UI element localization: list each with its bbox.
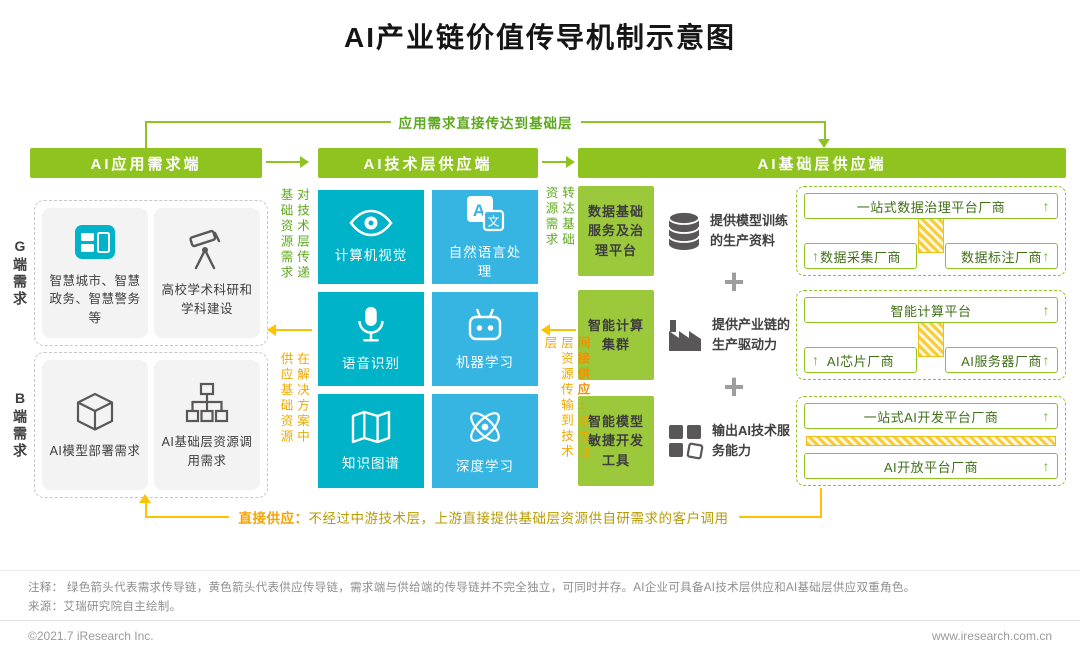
footer-divider (0, 620, 1080, 621)
top-flow-arrowhead-icon (818, 139, 830, 148)
notes-divider (0, 570, 1080, 571)
top-flow-label: 应用需求直接传达到基础层 (145, 112, 826, 133)
footer-copyright: ©2021.7 iResearch Inc. (28, 629, 154, 643)
translate-icon: A 文 (467, 196, 505, 232)
infra-column-header: AI基础层供应端 (578, 148, 1066, 178)
demand-item-label: AI基础层资源调用需求 (161, 435, 253, 468)
factory-icon (666, 317, 704, 353)
bottom-flow-line-right (820, 488, 822, 518)
demand-group-b: AI模型部署需求 AI基础层资源调用需求 (34, 352, 268, 498)
demand-item-academic: 高校学术科研和学科建设 (154, 208, 260, 338)
vtext-tech-to-infra: 转达基础资源需求 (543, 186, 575, 248)
tech-to-demand-arrow-line (276, 329, 312, 331)
infra-category: 智能模型敏捷开发工具 (578, 396, 654, 486)
demand-item-label: AI模型部署需求 (49, 444, 141, 459)
tech-cell-speech: 语音识别 (318, 292, 424, 386)
vendor-box-dev-platform: 一站式AI开发平台厂商 ↑ (804, 403, 1058, 429)
bottom-flow-arrowhead-icon (139, 494, 151, 503)
vendor-box-ai-server: AI服务器厂商 ↑ (945, 347, 1058, 373)
vendor-box-data-governance: 一站式数据治理平台厂商 ↑ (804, 193, 1058, 219)
tech-cell-machine-learning: 机器学习 (432, 292, 538, 386)
up-arrow-icon: ↑ (1042, 408, 1050, 424)
tech-grid: 计算机视觉 A 文 自然语言处理 语音识别 (318, 190, 538, 488)
vendor-box-computing-platform: 智能计算平台 ↑ (804, 297, 1058, 323)
top-flow-line-right (824, 121, 826, 140)
sitemap-icon (185, 383, 229, 423)
vendor-group-computing: 智能计算平台 ↑ ↑ AI芯片厂商 AI服务器厂商 ↑ (796, 290, 1066, 380)
tech-to-demand-arrowhead-icon (267, 324, 276, 336)
up-arrow-icon: ↑ (1042, 458, 1050, 474)
bottom-flow-label: 直接供应：不经过中游技术层，上游直接提供基础层资源供自研需求的客户调用 (145, 507, 822, 528)
microphone-icon (358, 307, 384, 342)
infra-desc: 提供产业链的生产驱动力 (712, 316, 791, 352)
side-label-g: G端需求 (12, 238, 28, 308)
bottom-flow-line-left (145, 502, 147, 518)
robot-icon (468, 308, 502, 341)
hatch-connector (806, 436, 1056, 446)
demand-group-g: 智慧城市、智慧政务、智慧警务等 高校学术科研和学科建设 (34, 200, 268, 346)
infra-to-tech-arrowhead-icon (541, 324, 550, 336)
svg-text:文: 文 (487, 214, 499, 229)
tech-cell-deep-learning: 深度学习 (432, 394, 538, 488)
plus-sign: + (723, 261, 745, 302)
cube-icon (76, 393, 114, 432)
demand-item-model-deploy: AI模型部署需求 (42, 360, 148, 490)
side-label-b: B端需求 (12, 390, 28, 460)
vendor-box-data-collection: ↑ 数据采集厂商 (804, 243, 917, 269)
infra-row-data-services: 数据基础服务及治理平台 提供模型训练的生产资料 一站式数据治理平台厂商 ↑ ↑ … (578, 186, 1066, 276)
vendor-box-ai-chip: ↑ AI芯片厂商 (804, 347, 917, 373)
infra-row-dev-tools: 智能模型敏捷开发工具 输出AI技术服务能力 一站式AI开发平台厂商 ↑ AI开放… (578, 396, 1066, 486)
infra-category: 智能计算集群 (578, 290, 654, 380)
up-arrow-icon: ↑ (812, 352, 820, 368)
demand-item-smart-city: 智慧城市、智慧政务、智慧警务等 (42, 208, 148, 338)
smart-city-icon (75, 225, 115, 260)
demand-item-label: 智慧城市、智慧政务、智慧警务等 (49, 274, 141, 325)
demand-column-header: AI应用需求端 (30, 148, 262, 178)
top-flow-label-text: 应用需求直接传达到基础层 (390, 116, 581, 131)
infra-desc: 提供模型训练的生产资料 (710, 212, 789, 248)
up-arrow-icon: ↑ (1042, 352, 1050, 368)
up-arrow-icon: ↑ (812, 248, 820, 264)
tech-to-infra-arrowhead-icon (566, 156, 575, 168)
vendor-group-data: 一站式数据治理平台厂商 ↑ ↑ 数据采集厂商 数据标注厂商 ↑ (796, 186, 1066, 276)
up-arrow-icon: ↑ (1042, 248, 1050, 264)
database-icon (666, 210, 702, 252)
vtext-tech-to-demand: 在解决方案中供应基础资源 (278, 352, 310, 445)
map-icon (351, 411, 391, 444)
vtext-indirect-supply: 间接供应:将基础层资源传输到技术层 (542, 336, 590, 462)
tech-cell-nlp: A 文 自然语言处理 (432, 190, 538, 284)
vendor-box-open-platform: AI开放平台厂商 ↑ (804, 453, 1058, 479)
infra-to-tech-arrow-line (550, 329, 576, 331)
svg-text:A: A (473, 201, 485, 220)
vendor-group-dev: 一站式AI开发平台厂商 ↑ AI开放平台厂商 ↑ (796, 396, 1066, 486)
tech-cell-knowledge-graph: 知识图谱 (318, 394, 424, 488)
note-source: 来源：艾瑞研究院自主绘制。 (28, 601, 182, 613)
demand-to-tech-arrowhead-icon (300, 156, 309, 168)
demand-to-tech-arrow-line (266, 161, 302, 163)
infra-row-computing: 智能计算集群 提供产业链的生产驱动力 智能计算平台 ↑ ↑ AI芯片厂商 AI服… (578, 290, 1066, 380)
eye-icon (349, 210, 393, 237)
vtext-demand-to-tech: 对技术层传递基础资源需求 (278, 188, 310, 281)
up-arrow-icon: ↑ (1042, 302, 1050, 318)
tech-to-infra-arrow-line (542, 161, 568, 163)
footer-url: www.iresearch.com.cn (931, 629, 1052, 643)
infra-category: 数据基础服务及治理平台 (578, 186, 654, 276)
tech-column-header: AI技术层供应端 (318, 148, 538, 178)
note-annotation: 注释： 绿色箭头代表需求传导链，黄色箭头代表供应传导链，需求端与供给端的传导链并… (28, 582, 916, 594)
telescope-icon (189, 230, 221, 270)
top-flow-line-left (145, 121, 147, 148)
vendor-box-data-labeling: 数据标注厂商 ↑ (945, 243, 1058, 269)
page-title: AI产业链价值传导机制示意图 (343, 22, 736, 53)
demand-item-label: 高校学术科研和学科建设 (161, 283, 253, 316)
demand-item-resource-call: AI基础层资源调用需求 (154, 360, 260, 490)
atom-icon (470, 412, 500, 443)
puzzle-icon (666, 422, 704, 460)
plus-sign: + (723, 366, 745, 407)
up-arrow-icon: ↑ (1042, 198, 1050, 214)
infra-desc: 输出AI技术服务能力 (712, 422, 791, 458)
tech-cell-computer-vision: 计算机视觉 (318, 190, 424, 284)
